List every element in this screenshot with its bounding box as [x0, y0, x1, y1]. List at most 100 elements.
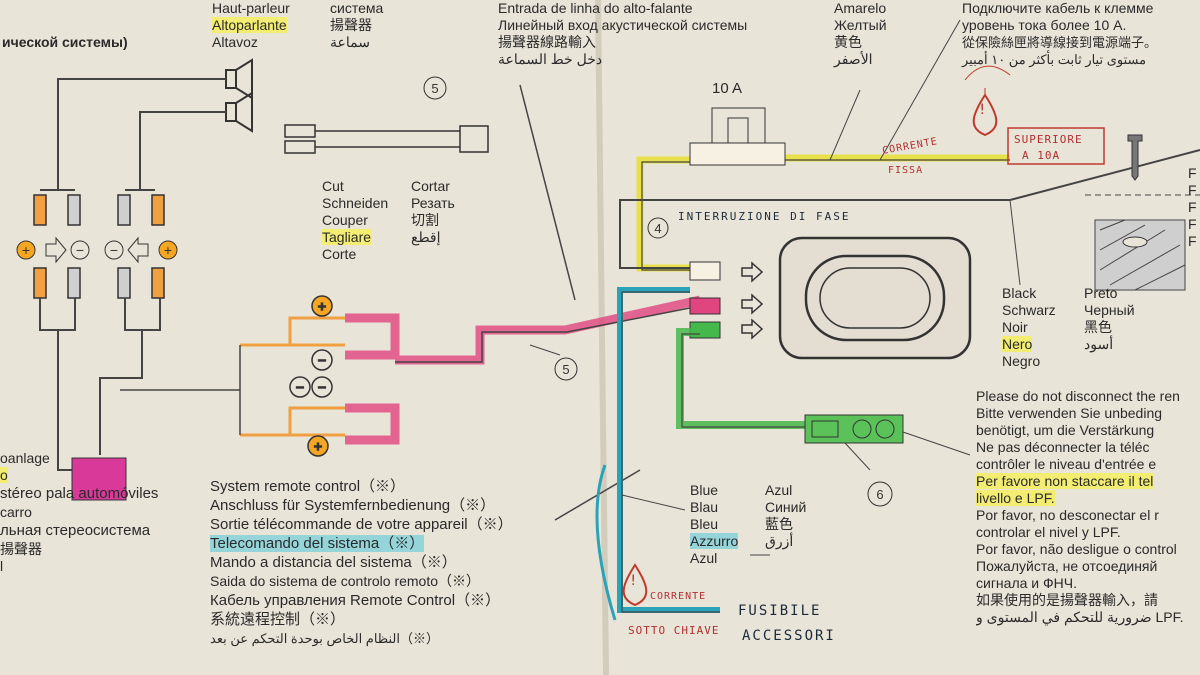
- blue-wire: [617, 287, 720, 613]
- speaker-label-col-1: Haut-parleur Altoparlante Altavoz: [212, 0, 290, 51]
- left-frag-6: l: [0, 558, 4, 574]
- remote-zh: 系統遠程控制（※）: [210, 611, 346, 628]
- callout-6: [867, 481, 893, 507]
- hand-sotto-chiave: SOTTO CHIAVE: [628, 624, 720, 637]
- right-frag-2: F: [1188, 199, 1197, 215]
- remote-en: System remote control（※）: [210, 478, 406, 495]
- speaker-title-fragment: ической системы): [2, 34, 128, 50]
- speaker-it: Altoparlante: [212, 17, 287, 33]
- fuse-body: [689, 142, 786, 166]
- superiore-box: [1007, 127, 1105, 165]
- remote-ru: Кабель управления Remote Control（※）: [210, 592, 501, 609]
- warning-arrow: [964, 65, 1011, 95]
- black-ru: Черный: [1084, 302, 1135, 318]
- cut-pt: Corte: [322, 246, 357, 262]
- callout-5-a-label: 5: [431, 81, 438, 96]
- black-en: Black: [1002, 285, 1037, 301]
- note-it-1: Per favore non staccare il tel: [976, 473, 1154, 489]
- black-it: Nero: [1002, 336, 1033, 352]
- left-frag-2: stéreo pala automóviles: [0, 485, 159, 502]
- level-knob-2: [875, 419, 895, 439]
- blue-ru: Синий: [765, 499, 807, 515]
- blue-labels-col-2: Azul Синий 藍色 أزرق: [765, 482, 806, 550]
- right-frag-3: F: [1188, 216, 1197, 232]
- line-input-labels: Entrada de linha do alto-falante Линейны…: [498, 0, 747, 68]
- svg-text:+: +: [314, 438, 322, 454]
- note-es-1: Por favor, no desconectar el r: [976, 507, 1159, 523]
- speaker-fr: Haut-parleur: [212, 0, 290, 16]
- yellow-pt: Amarelo: [834, 0, 887, 16]
- svg-text:+: +: [22, 242, 30, 258]
- black-leader: [1009, 199, 1021, 286]
- note-zh: 如果使用的是揚聲器輸入，請: [976, 592, 1158, 608]
- svg-text:−: −: [296, 379, 304, 395]
- note-de-1: Bitte verwenden Sie unbeding: [976, 405, 1163, 421]
- left-edge-fragments: oanlage o stéreo pala automóviles carro …: [0, 450, 158, 575]
- speaker-ru: система: [330, 0, 384, 16]
- blue-fr: Bleu: [690, 516, 719, 532]
- yellow-label-leader: [829, 89, 861, 161]
- left-frag-1: o: [0, 467, 8, 483]
- note-it-2: livello e LPF.: [976, 490, 1055, 506]
- callout-5-b-label: 5: [562, 362, 569, 377]
- remote-it: Telecomando del sistema（※）: [210, 535, 425, 552]
- yellow-zh: 黄色: [834, 34, 862, 50]
- note-de-2: benötigt, um die Verstärkung: [976, 422, 1155, 438]
- blue-es: Azul: [765, 482, 793, 498]
- note-ru-1: Пожалуйста, не отсоединяй: [976, 558, 1158, 574]
- callout-4: [647, 217, 669, 239]
- paper-fold: [595, 0, 609, 675]
- green-wire: [676, 328, 810, 429]
- note-en: Please do not disconnect the ren: [976, 388, 1180, 404]
- cut-fr: Couper: [322, 212, 368, 228]
- right-frag-4: F: [1188, 233, 1197, 249]
- black-labels-col-1: Black Schwarz Noir Nero Negro: [1002, 285, 1056, 370]
- blue-wire-core: [621, 291, 720, 613]
- yellow-ru: Желтый: [834, 17, 887, 33]
- cut-labels-col-2: Cortar Резать 切割 إقطع: [411, 178, 455, 246]
- right-frag-1: F: [1188, 182, 1197, 198]
- amplifier-inner: [804, 254, 946, 342]
- note-pt: Por favor, não desligue o control: [976, 541, 1177, 557]
- yellow-ar: الأصفر: [834, 51, 873, 67]
- level-leader: [902, 431, 971, 456]
- cut-labels-col-1: Cut Schneiden Couper Tagliare Corte: [322, 178, 388, 263]
- cut-es: Cortar: [411, 178, 450, 194]
- cut-zh: 切割: [411, 212, 439, 228]
- blue-marker-stroke: [595, 464, 617, 621]
- blue-ar: أزرق: [765, 533, 794, 549]
- cut-plug: [284, 124, 489, 154]
- hand-superiore: SUPERIORE: [1014, 133, 1083, 146]
- ground-screw: [1094, 134, 1186, 291]
- left-frag-4: льная стереосистема: [0, 522, 151, 539]
- remote-fr: Sortie télécommande de votre appareil（※）: [210, 516, 513, 533]
- svg-text:−: −: [76, 242, 84, 258]
- left-frag-0: oanlage: [0, 450, 50, 466]
- note-fr-2: contrôler le niveau d'entrée e: [976, 456, 1157, 472]
- level-control-plug: [811, 420, 839, 438]
- black-zh: 黑色: [1084, 319, 1112, 335]
- remote-pt: Saida do sistema de controlo remoto（※）: [210, 573, 481, 589]
- speaker-zh: 揚聲器: [330, 17, 372, 33]
- hand-interruzione: INTERRUZIONE DI FASE: [678, 210, 851, 223]
- hand-corrente-2: CORRENTE: [650, 591, 707, 602]
- green-wire-core: [681, 333, 810, 428]
- connector-pink: [689, 297, 721, 315]
- remote-labels: System remote control（※） Anschluss für S…: [210, 477, 513, 648]
- remote-de: Anschluss für Systemfernbedienung（※）: [210, 497, 496, 514]
- blue-it: Azzurro: [690, 533, 739, 549]
- line-input-ar: دخل خط السماعة: [498, 51, 603, 67]
- left-frag-3: carro: [0, 504, 32, 520]
- fuse-note-zh: 從保險絲匣將導線接到電源端子。: [962, 35, 1158, 50]
- fuse-rating: 10 A: [712, 80, 743, 97]
- blue-leader: [621, 494, 686, 511]
- hand-a10a: A 10A: [1022, 149, 1061, 162]
- warning-drop-icon-2: [622, 563, 648, 607]
- cut-ru: Резать: [411, 195, 455, 211]
- speaker-label-col-2: система 揚聲器 سماعة: [330, 0, 383, 51]
- callout-5-a: [423, 76, 447, 100]
- rca-connectors: [33, 194, 165, 299]
- remote-connectors: + − − − +: [120, 295, 345, 457]
- leader-line-5: [529, 344, 561, 356]
- warning-drop-icon: [972, 93, 998, 137]
